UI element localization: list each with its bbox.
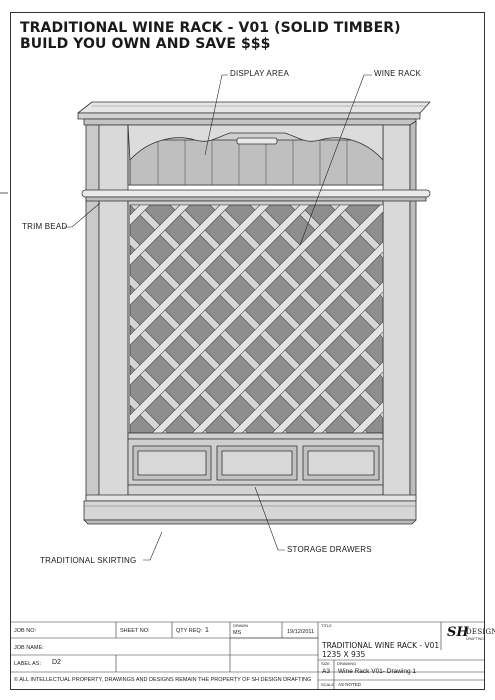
storage-drawers-callout: STORAGE DRAWERS <box>287 545 372 554</box>
drawing-label: DRAWING <box>337 661 357 666</box>
title-block <box>10 621 485 690</box>
title-line-2: BUILD YOU OWN AND SAVE $$$ <box>20 36 271 52</box>
label-as-value: D2 <box>52 659 61 666</box>
label-as-label: LABEL AS: <box>14 661 42 667</box>
size-label: SIZE <box>321 661 330 666</box>
traditional-skirting-leader <box>143 531 163 561</box>
qty-req-value: 1 <box>205 627 209 634</box>
drawn-label: DRAWN <box>233 623 248 628</box>
title-line-1: TRADITIONAL WINE RACK - V01 (SOLID TIMBE… <box>20 20 401 36</box>
display-area-callout: DISPLAY AREA <box>230 69 290 78</box>
display-area-leader <box>204 74 228 156</box>
trim-bead-leader <box>64 202 101 228</box>
sheet-no-label: SHEET NO: <box>120 628 150 634</box>
wine-rack-leader <box>299 74 372 246</box>
sh-design-logo-name: DESIGN <box>466 628 495 636</box>
sh-design-logo-mark: SH <box>447 625 469 640</box>
date-value: 19/12/2011 <box>287 629 315 635</box>
drawing-title: TRADITIONAL WINE RACK - V01 (SOLID TIMBE… <box>20 20 401 52</box>
sh-design-logo-sub: DRAFTING <box>466 637 484 641</box>
title-value-line-1: TRADITIONAL WINE RACK - V01 <box>322 641 440 650</box>
callout-leaders <box>64 74 372 561</box>
scale-label: SCALE <box>321 682 335 687</box>
trim-bead-callout: TRIM BEAD <box>22 222 68 231</box>
size-value: A3 <box>322 668 330 675</box>
drawing-value: Wine Rack V01- Drawing 1 <box>338 668 417 675</box>
job-no-label: JOB NO: <box>14 628 37 634</box>
cabinet-body <box>77 101 431 525</box>
title-value-line-2: 1235 X 935 <box>322 650 366 659</box>
drawn-value: MS <box>233 630 242 636</box>
scale-value: AS NOTED <box>338 682 362 687</box>
storage-drawers-leader <box>254 486 285 551</box>
title-label: TITLE <box>321 623 332 628</box>
qty-req-label: QTY REQ: <box>176 628 203 634</box>
traditional-skirting-callout: TRADITIONAL SKIRTING <box>40 556 137 565</box>
copyright-notice: © ALL INTELLECTUAL PROPERTY, DRAWINGS AN… <box>14 677 312 683</box>
wine-rack-callout: WINE RACK <box>374 69 422 78</box>
job-name-label: JOB NAME: <box>14 645 44 651</box>
